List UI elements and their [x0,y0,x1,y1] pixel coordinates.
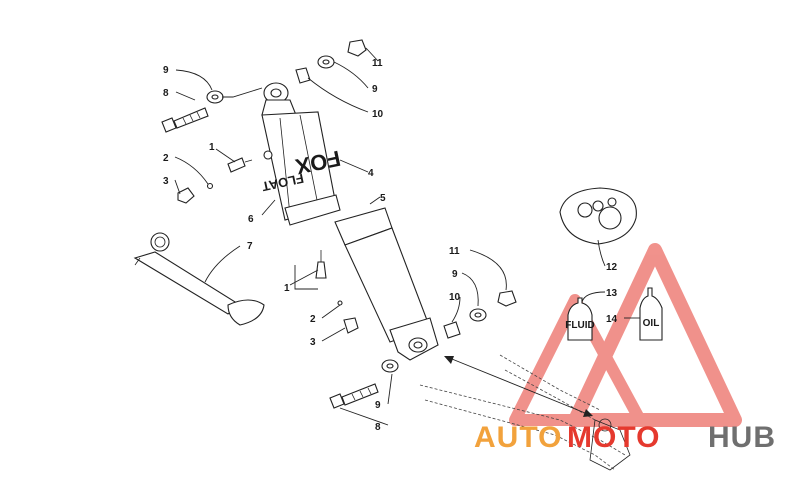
callout-14: 14 [606,314,618,325]
callout-3-lower: 3 [310,337,316,348]
watermark-auto: AUTO [474,421,562,454]
callout-9-top-left: 9 [163,65,169,76]
callout-8-top: 8 [163,88,169,99]
valve-parts-upper [177,157,253,204]
callout-8-lower: 8 [375,422,381,433]
callout-4: 4 [368,168,374,179]
shock-absorber: FOX FLOAT [261,82,439,361]
lower-hardware-right [443,290,517,339]
watermark-text: AUTO MOTO HUB [474,421,776,454]
callout-5: 5 [380,193,386,204]
callout-10-lower: 10 [449,292,461,303]
swingarm-frame [419,354,631,471]
callout-1-lower: 1 [284,283,290,294]
shock-pump [133,232,265,326]
callout-12: 12 [606,262,618,273]
watermark-logo [509,243,742,427]
fluid-bottle-label: FLUID [565,320,594,331]
callout-10-top: 10 [372,109,384,120]
callout-9-lower-left: 9 [375,400,381,411]
callout-11-lower: 11 [449,246,460,257]
callout-2-upper: 2 [163,153,169,164]
lower-hardware-left [329,359,399,409]
callout-11-top: 11 [372,58,383,69]
callout-6: 6 [248,214,254,225]
rubber-boot [559,187,637,245]
valve-parts-lower [315,250,359,334]
callout-labels: 11 9 10 9 8 1 2 3 4 5 6 7 1 2 3 11 9 10 … [163,58,618,433]
callout-9-top-right: 9 [372,84,378,95]
callout-2-lower: 2 [310,314,316,325]
watermark-triangle-large [568,243,742,427]
watermark-moto: MOTO [567,421,660,454]
top-hardware-left [161,90,224,133]
top-hardware-right [295,39,367,84]
watermark-hub: HUB [708,421,776,454]
oil-bottle-label: OIL [643,318,660,329]
callout-9-lower-right: 9 [452,269,458,280]
oil-bottle: OIL [639,287,663,341]
callout-1-upper: 1 [209,142,215,153]
mounting-arrow [444,356,593,417]
callout-13: 13 [606,288,618,299]
watermark-triangle-small [509,294,646,426]
callout-3-upper: 3 [163,176,169,187]
callout-7: 7 [247,241,253,252]
leader-lines [174,47,640,426]
fluid-bottle: FLUID [565,297,595,341]
